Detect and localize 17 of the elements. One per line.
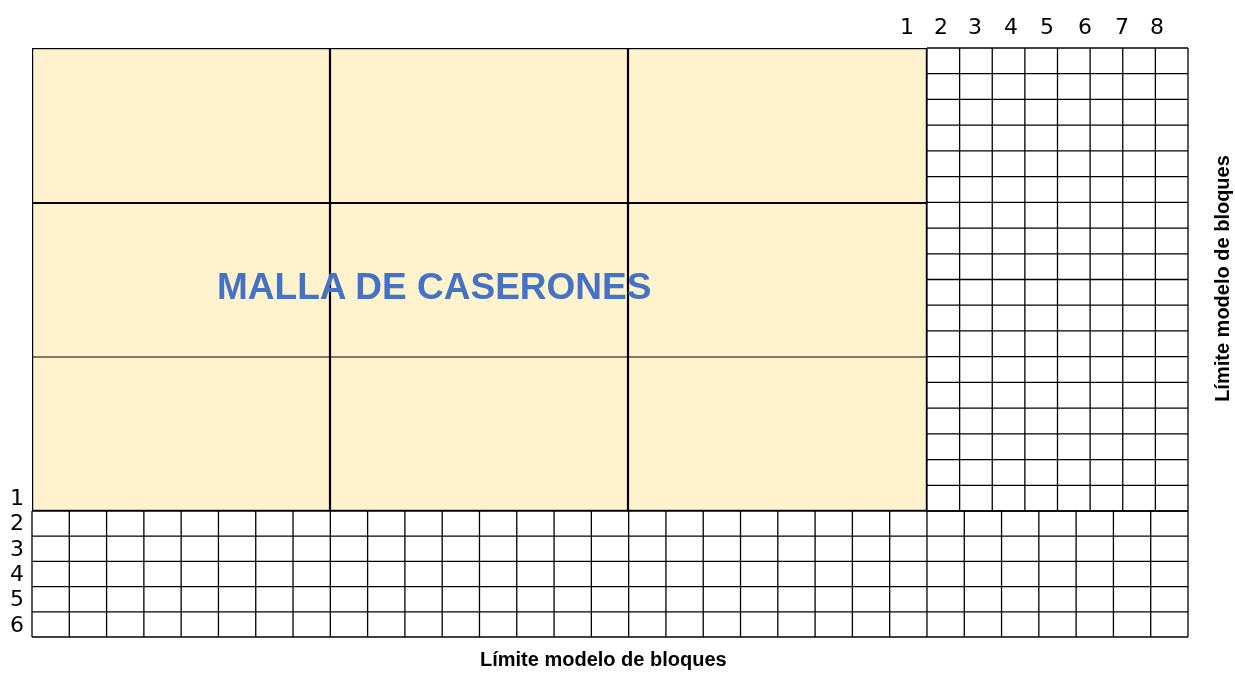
row-number: 1 xyxy=(10,487,24,509)
row-number: 5 xyxy=(10,588,24,611)
column-number: 7 xyxy=(1115,16,1129,38)
column-number: 1 xyxy=(900,16,914,38)
stope-grid-area xyxy=(32,48,927,511)
row-number: 6 xyxy=(10,613,24,636)
row-number: 4 xyxy=(10,562,24,585)
column-number: 4 xyxy=(1004,16,1018,38)
column-number: 6 xyxy=(1078,16,1092,38)
column-number: 8 xyxy=(1150,16,1164,38)
row-number: 3 xyxy=(10,537,24,560)
column-number: 2 xyxy=(934,16,948,38)
axis-caption: Límite modelo de bloques xyxy=(1210,154,1234,402)
column-number: 5 xyxy=(1040,16,1054,38)
column-number: 3 xyxy=(968,16,982,38)
axis-caption: Límite modelo de bloques xyxy=(480,648,727,671)
row-number: 2 xyxy=(10,512,24,535)
